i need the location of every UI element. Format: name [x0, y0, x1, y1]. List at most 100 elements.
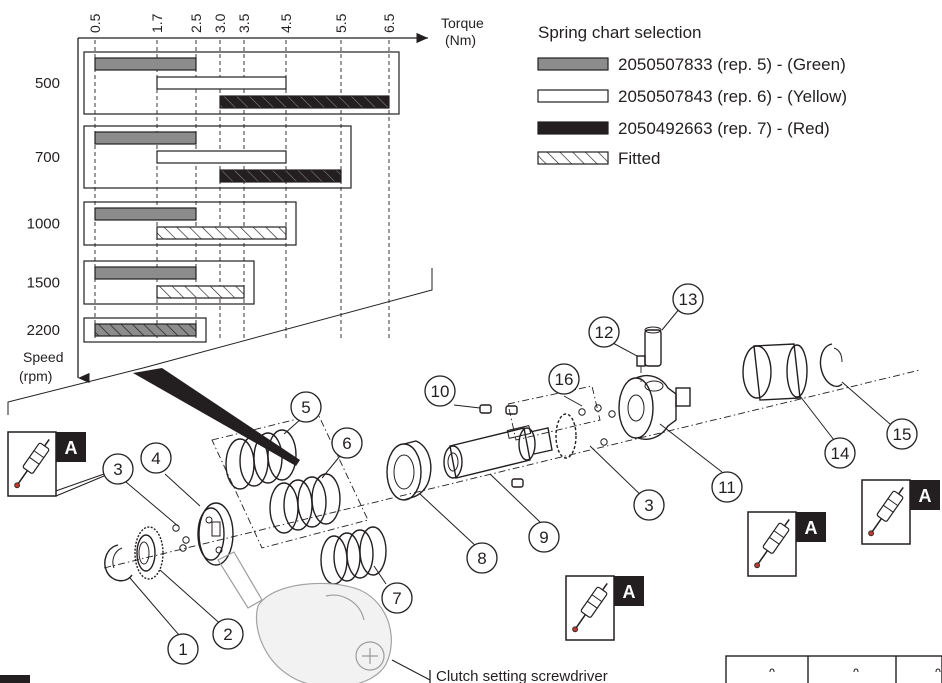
callout-1: 1 — [167, 633, 199, 665]
speed-label-line1: Speed — [23, 349, 63, 365]
badge-letter: A — [805, 518, 818, 538]
svg-text:12: 12 — [595, 323, 614, 342]
part-10-pins — [479, 404, 524, 488]
grease-gun-badge: A — [747, 511, 826, 577]
svg-text:11: 11 — [718, 478, 736, 497]
group-box-700 — [83, 125, 352, 189]
table-fragment — [725, 655, 942, 683]
grease-gun-icon — [868, 486, 904, 537]
torque-tick-label: 4.5 — [278, 13, 294, 33]
svg-text:3: 3 — [644, 496, 653, 515]
part-7-spring — [320, 526, 387, 585]
part-4-clutch-plate — [197, 502, 234, 566]
leader-lines — [49, 307, 891, 643]
bar-2200-green — [94, 323, 197, 337]
speed-label-1000: 1000 — [27, 216, 60, 233]
speed-label-2200: 2200 — [27, 322, 60, 339]
svg-text:5: 5 — [301, 398, 310, 417]
grease-gun-badge: A — [861, 479, 940, 545]
svg-text:14: 14 — [831, 444, 850, 463]
torque-tick-label: 0.5 — [87, 13, 103, 33]
grease-gun-icon — [572, 582, 608, 633]
callout-9: 9 — [528, 521, 560, 553]
grease-gun-badge: A — [7, 431, 86, 497]
bar-1000-yellow — [156, 226, 287, 240]
bar-1500-yellow — [156, 285, 245, 299]
callout-3-left: 3 — [102, 453, 134, 485]
svg-text:4: 4 — [151, 449, 160, 468]
part-3-balls-left — [172, 524, 190, 552]
grease-gun-badge: A — [565, 575, 644, 641]
part-14-sleeve — [742, 343, 808, 401]
screwdriver-label: Clutch setting screwdriver — [436, 668, 608, 683]
bar-700-yellow — [156, 150, 287, 164]
svg-text:1: 1 — [178, 640, 187, 659]
bar-500-red — [219, 95, 390, 109]
svg-text:13: 13 — [679, 290, 698, 309]
corner-mark — [0, 675, 30, 683]
torque-tick-label: 3.5 — [236, 13, 252, 33]
torque-label-line1: Torque — [441, 15, 484, 31]
clutch-body-ghost — [217, 551, 392, 683]
torque-gridlines — [94, 40, 390, 338]
callout-13: 13 — [672, 283, 704, 315]
part-15-circlip — [819, 343, 843, 388]
part-9-shaft — [443, 425, 553, 479]
assembly-centerline — [103, 369, 921, 569]
part-8-adjusting-nut — [386, 440, 432, 501]
part-1-circlip — [104, 544, 133, 582]
torque-tick-label: 6.5 — [381, 13, 397, 33]
svg-text:6: 6 — [342, 434, 351, 453]
callout-16: 16 — [548, 363, 580, 395]
grease-gun-icon — [754, 518, 790, 569]
legend-swatch-red — [537, 121, 609, 135]
svg-text:7: 7 — [392, 589, 401, 608]
group-box-2200 — [83, 317, 207, 343]
callout-12: 12 — [588, 316, 620, 348]
bar-700-green — [94, 131, 197, 145]
torque-tick-label: 5.5 — [333, 13, 349, 33]
part-13-pin — [644, 326, 662, 367]
svg-text:3: 3 — [113, 460, 122, 479]
legend-title: Spring chart selection — [538, 23, 701, 42]
legend-item-fitted: Fitted — [618, 149, 661, 168]
badge-letter: A — [65, 438, 78, 458]
callout-8: 8 — [466, 542, 498, 574]
bar-700-red — [219, 169, 342, 183]
group-box-1500 — [83, 260, 255, 305]
group-box-1000 — [83, 201, 297, 246]
callout-6: 6 — [331, 427, 363, 459]
torque-tick-label: 1.7 — [149, 13, 165, 33]
svg-text:9: 9 — [539, 528, 548, 547]
svg-text:15: 15 — [893, 425, 912, 444]
speed-label-line2: (rpm) — [19, 368, 52, 384]
torque-tick-label: 3.0 — [212, 13, 228, 33]
callout-numbers: 1 2 3 3 4 5 6 7 8 9 10 11 12 13 14 15 16 — [102, 283, 918, 665]
callout-4: 4 — [140, 442, 172, 474]
bar-500-green — [94, 57, 197, 71]
callout-14: 14 — [824, 437, 856, 469]
legend-swatch-fitted — [537, 151, 609, 165]
callout-15: 15 — [886, 418, 918, 450]
callout-11: 11 — [711, 471, 743, 503]
part-2-ratchet-ring — [134, 526, 164, 580]
spring-bars — [94, 57, 390, 337]
callout-5: 5 — [290, 391, 322, 423]
legend-item-red: 2050492663 (rep. 7) - (Red) — [618, 119, 830, 138]
bar-1500-green — [94, 266, 197, 280]
callout-2: 2 — [212, 618, 244, 650]
screwdriver-leader — [391, 659, 431, 681]
speed-label-500: 500 — [35, 75, 60, 92]
badge-letter: A — [623, 582, 636, 602]
svg-text:10: 10 — [431, 382, 450, 401]
torque-tick-labels: 0.5 1.7 2.5 3.0 3.5 4.5 5.5 6.5 — [87, 13, 397, 33]
speed-label-700: 700 — [35, 149, 60, 166]
svg-text:2: 2 — [223, 625, 232, 644]
group-box-500 — [83, 51, 400, 115]
torque-tick-label: 2.5 — [188, 13, 204, 33]
callout-10: 10 — [424, 375, 456, 407]
